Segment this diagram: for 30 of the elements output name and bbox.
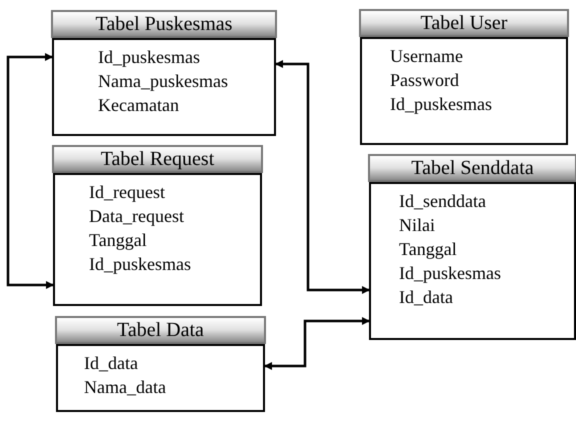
field-name: Tanggal	[89, 229, 148, 252]
field-name: Tanggal	[399, 238, 458, 261]
field-name: Id_puskesmas	[390, 93, 493, 116]
table-header: Tabel Request	[52, 145, 263, 173]
field-name: Id_data	[84, 352, 139, 375]
field-name: Id_puskesmas	[89, 253, 192, 276]
connector-arrow	[6, 53, 54, 289]
field-name: Id_request	[89, 181, 166, 204]
field-name: Id_puskesmas	[399, 262, 502, 285]
entity-table	[360, 9, 568, 145]
field-name: Nilai	[399, 214, 436, 237]
table-header: Tabel Data	[55, 316, 266, 344]
entity-table	[53, 145, 262, 306]
field-name: Id_senddata	[399, 190, 487, 213]
field-name: Id_puskesmas	[98, 46, 201, 69]
table-header: Tabel User	[359, 9, 569, 37]
field-name: Nama_data	[84, 376, 167, 399]
entity-table	[369, 154, 576, 340]
field-name: Data_request	[89, 205, 185, 228]
field-name: Kecamatan	[98, 94, 180, 117]
field-name: Password	[390, 69, 460, 92]
field-name: Id_data	[399, 286, 454, 309]
entity-table	[56, 316, 265, 412]
connector-arrow	[264, 317, 370, 370]
table-header: Tabel Puskesmas	[51, 10, 277, 38]
connector-arrow	[275, 60, 370, 294]
table-header: Tabel Senddata	[368, 154, 576, 182]
entity-table	[52, 10, 276, 136]
field-name: Username	[390, 45, 464, 68]
field-name: Nama_puskesmas	[98, 70, 229, 93]
